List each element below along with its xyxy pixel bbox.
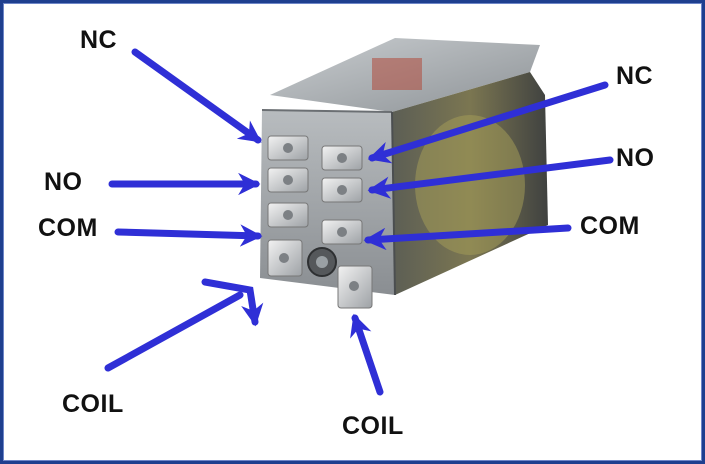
label-nc-left: NC bbox=[80, 26, 118, 54]
pointer-arrows bbox=[104, 48, 614, 396]
arrow-coil-left-shaft bbox=[104, 291, 244, 372]
label-no-right: NO bbox=[616, 144, 655, 172]
arrow-coil-left-head bbox=[201, 278, 264, 327]
arrow-coil-bottom bbox=[350, 313, 384, 396]
arrow-com-right bbox=[363, 224, 572, 251]
coil-winding bbox=[415, 115, 525, 255]
arrow-com-left bbox=[114, 224, 263, 247]
label-no-left: NO bbox=[44, 168, 83, 196]
relay-case bbox=[260, 38, 548, 296]
arrow-no-right bbox=[367, 156, 614, 199]
label-coil-bottom: COIL bbox=[342, 412, 404, 440]
internal-contact bbox=[372, 58, 422, 90]
label-com-right: COM bbox=[580, 212, 640, 240]
label-com-left: COM bbox=[38, 214, 98, 242]
label-nc-right: NC bbox=[616, 62, 654, 90]
arrow-nc-right bbox=[367, 81, 609, 164]
terminal-block bbox=[267, 135, 373, 309]
label-coil-left: COIL bbox=[62, 390, 124, 418]
arrow-nc-left bbox=[131, 48, 262, 144]
